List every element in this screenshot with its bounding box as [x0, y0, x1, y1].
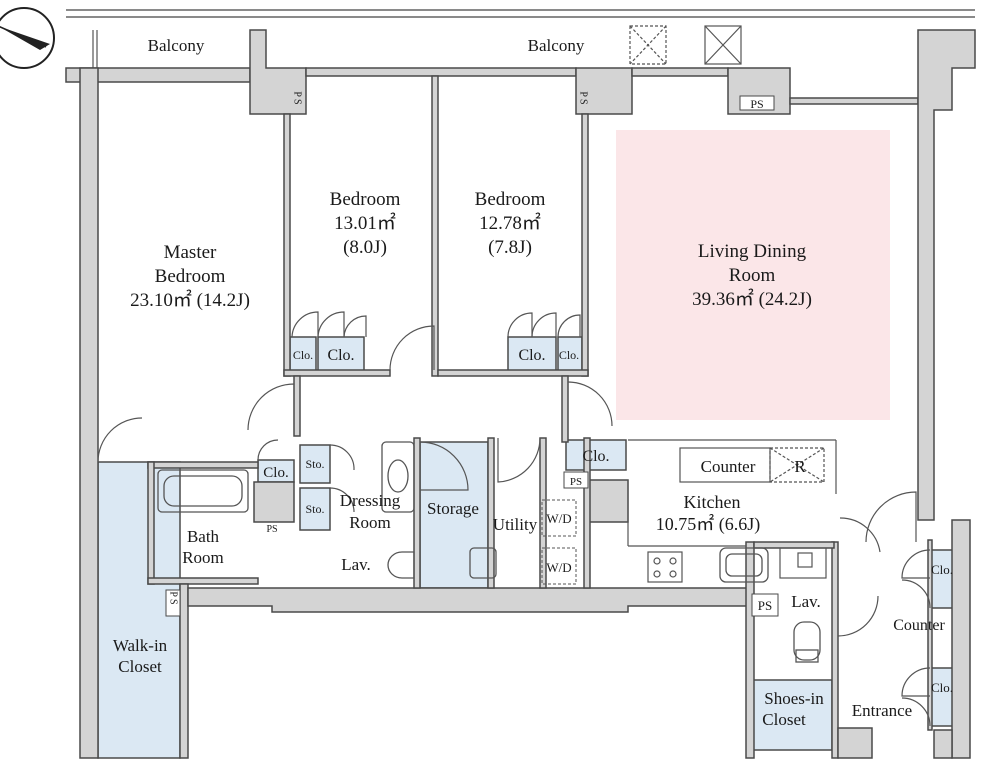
utility-label: Utility [493, 515, 538, 534]
dressing-label-1: Dressing [340, 491, 401, 510]
north-arrow-icon [0, 7, 55, 69]
washer-dryer-1-label: W/D [546, 511, 571, 526]
closet-label: Clo. [327, 347, 354, 364]
storage-small-label: Sto. [305, 457, 324, 471]
pipe-space-labels: P S P S PS PS PS P S PS [165, 91, 779, 617]
stove-icon [647, 551, 683, 583]
living-area: 39.36㎡ (24.2J) [692, 287, 812, 310]
washer-dryer-outline [541, 499, 577, 585]
ps-label: P S [292, 91, 303, 104]
dressing-label-2: Room [349, 513, 391, 532]
bedroom-2-area: 12.78㎡ [479, 211, 541, 234]
washer-dryer-2-label: W/D [546, 560, 571, 575]
walkin-label-2: Closet [118, 657, 162, 676]
entry-counter-label: Counter [893, 617, 945, 634]
closet-labels: Clo. Clo. Clo. Clo. Clo. Clo. Sto. Sto. … [263, 347, 953, 695]
closet-label: Clo. [582, 448, 609, 465]
building-top-edge [66, 9, 975, 18]
balcony-left-label: Balcony [148, 36, 205, 55]
shoes-label-1: Shoes-in [764, 689, 824, 708]
bedroom-2-label: Bedroom [475, 189, 546, 210]
ps-label: PS [750, 97, 763, 111]
closet-label: Clo. [518, 347, 545, 364]
ps-label: P S [578, 91, 589, 104]
kitchen-counter-outline [627, 439, 837, 579]
bedroom-2-j: (7.8J) [488, 237, 532, 258]
lav-main-label: Lav. [341, 555, 371, 574]
ps-label: PS [266, 524, 277, 535]
master-bedroom-area: 23.10㎡ (14.2J) [130, 288, 250, 311]
entrance-label: Entrance [852, 701, 912, 720]
kitchen-counter-label: Counter [701, 457, 756, 476]
fridge-label: R [794, 457, 806, 476]
master-bedroom-label-2: Bedroom [155, 266, 226, 287]
toilet-icon [387, 551, 821, 663]
living-label-1: Living Dining [698, 241, 807, 262]
shoes-label-2: Closet [762, 710, 806, 729]
bedroom-1-area: 13.01㎡ [334, 211, 396, 234]
closet-label: Clo. [263, 465, 288, 481]
bath-label-1: Bath [187, 527, 220, 546]
ps-label: PS [758, 598, 772, 613]
bath-label-2: Room [182, 548, 224, 567]
balcony-right-label: Balcony [528, 36, 585, 55]
ps-label: PS [570, 476, 582, 488]
closet-label: Clo. [559, 348, 579, 362]
master-bedroom-label-1: Master [164, 242, 217, 263]
door-swing-icon [97, 311, 931, 727]
kitchen-area: 10.75㎡ (6.6J) [656, 513, 761, 535]
closet-label: Clo. [931, 562, 953, 577]
sink-icon [381, 441, 769, 583]
bathtub-icon [157, 469, 249, 513]
closet-label: Clo. [293, 348, 313, 362]
balcony-railing [92, 25, 742, 68]
kitchen-label: Kitchen [684, 492, 741, 512]
storage-label: Storage [427, 499, 479, 518]
walkin-label-1: Walk-in [113, 636, 168, 655]
lav-entry-label: Lav. [791, 592, 821, 611]
ps-label: P S [168, 591, 179, 604]
room-labels: Balcony Balcony Master Bedroom 23.10㎡ (1… [113, 36, 946, 729]
bedroom-1-label: Bedroom [330, 189, 401, 210]
bedroom-1-j: (8.0J) [343, 237, 387, 258]
closet-label: Clo. [931, 680, 953, 695]
storage-small-label: Sto. [305, 502, 324, 516]
living-label-2: Room [729, 265, 776, 286]
living-room-highlight [616, 130, 890, 420]
